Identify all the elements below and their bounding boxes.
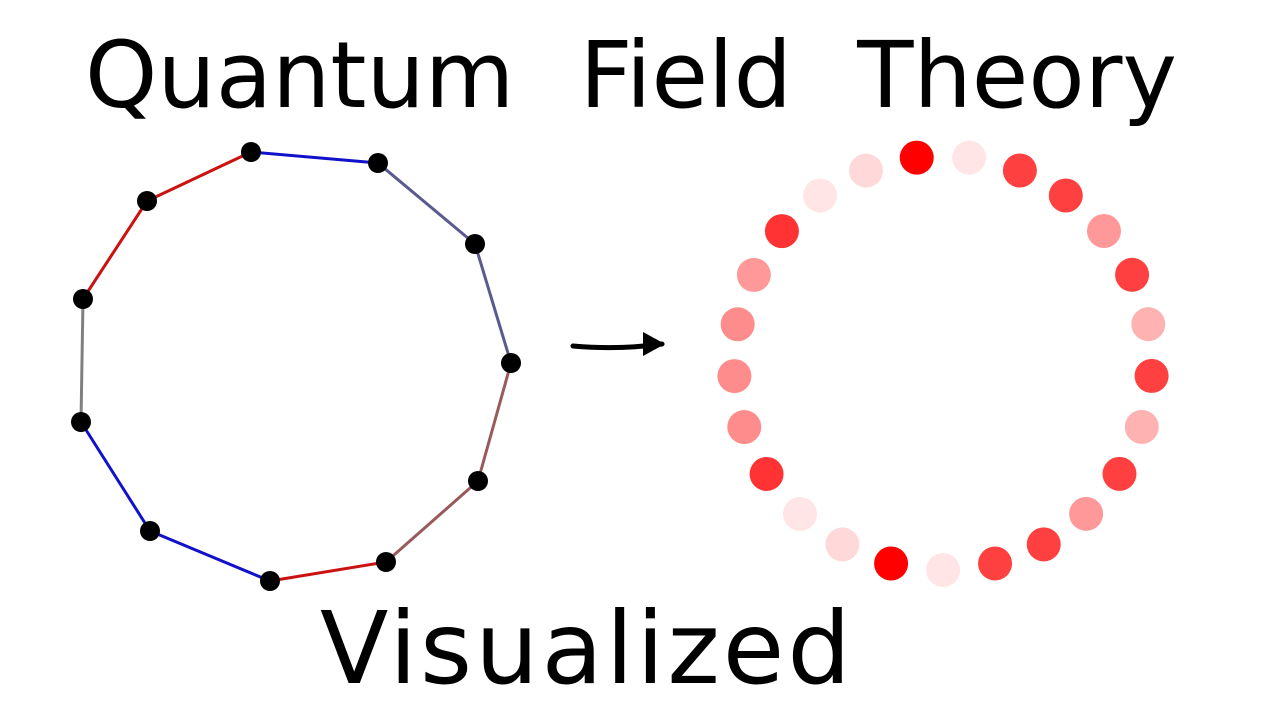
lattice-edge [250,150,379,165]
lattice-edge [385,479,479,564]
lattice-ring [71,142,521,591]
lattice-node [368,153,388,173]
field-dot [1002,153,1037,188]
field-dot [899,140,934,175]
field-dot [717,359,752,394]
lattice-node [376,552,396,572]
lattice-edge [473,243,513,364]
lattice-edge [146,150,252,203]
title-visualized: Visualized [320,590,854,707]
field-dot [764,214,799,249]
lattice-edge [81,200,149,300]
field-dot [1026,527,1061,562]
lattice-edge [79,421,152,532]
lattice-node [241,142,261,162]
field-dot [978,546,1013,581]
field-dot [1134,358,1169,393]
lattice-node [468,471,488,491]
lattice-node [501,353,521,373]
lattice-edge [269,560,387,583]
lattice-edge [476,362,513,482]
field-dot [1086,213,1121,248]
field-dot [1069,496,1104,531]
lattice-node [71,412,91,432]
lattice-node [73,289,93,309]
lattice-edge [149,529,271,583]
lattice-node [260,571,280,591]
field-dot [926,553,961,587]
field-dot [1124,409,1159,444]
field-ring [717,140,1169,587]
field-dot [825,527,860,562]
field-dot [727,410,762,445]
field-dot [874,546,909,581]
title-quantum-field-theory: Quantum Field Theory [85,22,1177,129]
lattice-edge [377,161,476,246]
field-dot [952,140,987,175]
right-arrow-icon [570,332,665,356]
field-dot [749,456,784,491]
lattice-node [137,191,157,211]
lattice-node [465,234,485,254]
field-dot [1115,257,1150,292]
field-dot [1048,178,1083,213]
field-dot [720,307,755,342]
lattice-node [140,521,160,541]
field-dot [782,496,817,531]
field-dot [1131,307,1166,342]
lattice-edge [79,298,85,423]
field-dot [803,178,838,213]
field-dot [1102,456,1137,491]
field-dot [848,153,883,188]
field-dot [736,257,771,292]
